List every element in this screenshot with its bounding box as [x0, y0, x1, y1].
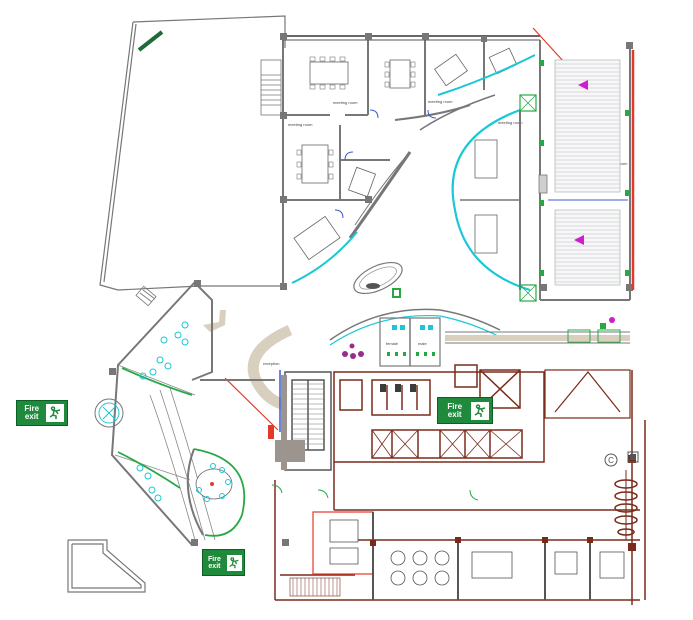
auditorium-seating	[554, 59, 621, 286]
room-label: meeting room	[428, 99, 453, 104]
lobby-desk	[203, 310, 226, 332]
round-column-icon	[94, 398, 124, 428]
fire-exit-sign-bottom: Fire exit	[202, 549, 245, 576]
outbuilding-outline	[67, 539, 146, 593]
right-block-roof	[544, 369, 631, 419]
stair-core	[284, 371, 332, 471]
central-feature	[353, 261, 403, 295]
lower-building-xboxes	[371, 429, 523, 459]
fire-exit-line1: Fire	[447, 401, 463, 411]
running-man-icon	[46, 404, 64, 422]
door-swings	[271, 484, 479, 501]
bottom-right-feature: C	[604, 453, 638, 540]
bottom-room-round-tables	[390, 550, 450, 586]
central-curved-walls	[291, 54, 536, 284]
fire-exit-line1: Fire	[208, 555, 221, 563]
toilet-label-male: male	[418, 341, 427, 346]
fire-exit-line2: exit	[447, 409, 462, 419]
green-accent-bar	[137, 30, 164, 52]
bottom-room-tables	[329, 519, 625, 579]
fire-exit-line1: Fire	[24, 404, 40, 413]
top-room-dividers	[283, 35, 540, 41]
stair-treads	[292, 383, 324, 445]
left-wing-walls	[110, 281, 275, 546]
left-wing-green-arcs	[117, 367, 246, 537]
meeting-tables-top	[293, 47, 518, 261]
reception-panel	[268, 425, 274, 439]
lower-building	[333, 364, 545, 463]
toilet-block	[329, 308, 501, 367]
fire-exit-sign-left: Fire exit	[16, 400, 68, 426]
stairs-top-left	[260, 59, 282, 116]
seat-rows	[555, 63, 620, 283]
toilet-label-female: female	[386, 341, 399, 346]
bottom-rooms	[312, 511, 591, 600]
right-edge-walls	[631, 370, 646, 605]
reception-label: reception	[263, 361, 279, 366]
fire-exit-line2: exit	[24, 412, 39, 421]
misc-icons	[600, 317, 639, 463]
auditorium-markers	[540, 60, 629, 276]
blue-door-swings	[334, 109, 437, 219]
entry-red-line	[224, 377, 279, 431]
stair-core-dark	[275, 375, 305, 470]
bottom-pillars	[370, 455, 636, 551]
auditorium-walls	[539, 40, 631, 301]
toilet-fixtures	[387, 325, 435, 356]
fire-exit-sign-center: Fire exit	[437, 397, 493, 424]
symbol-c: C	[608, 456, 614, 465]
chairs-top	[296, 56, 416, 180]
lower-building-dark-rooms	[380, 384, 416, 392]
green-lobby-furniture	[567, 329, 621, 343]
room-label: meeting room	[288, 122, 313, 127]
furniture-purple	[342, 343, 364, 359]
left-wing-cyan-chairs	[136, 321, 231, 502]
auditorium-grey-box	[519, 94, 548, 302]
reception-desk	[247, 324, 293, 411]
oval-room	[451, 108, 531, 292]
running-man-icon	[471, 401, 489, 420]
fire-exit-line2: exit	[208, 562, 221, 570]
room-label: meeting room	[498, 120, 523, 125]
mid-left-rooms	[282, 115, 390, 286]
running-man-icon	[226, 554, 242, 571]
outer-building-outline	[99, 15, 286, 291]
bottom-stairs	[289, 577, 341, 597]
left-wing-fan	[114, 364, 216, 541]
room-label: meeting room	[333, 100, 358, 105]
round-meeting-room	[186, 448, 233, 536]
bottom-stair-treads	[292, 578, 338, 596]
stairs-left-wing	[135, 285, 157, 307]
